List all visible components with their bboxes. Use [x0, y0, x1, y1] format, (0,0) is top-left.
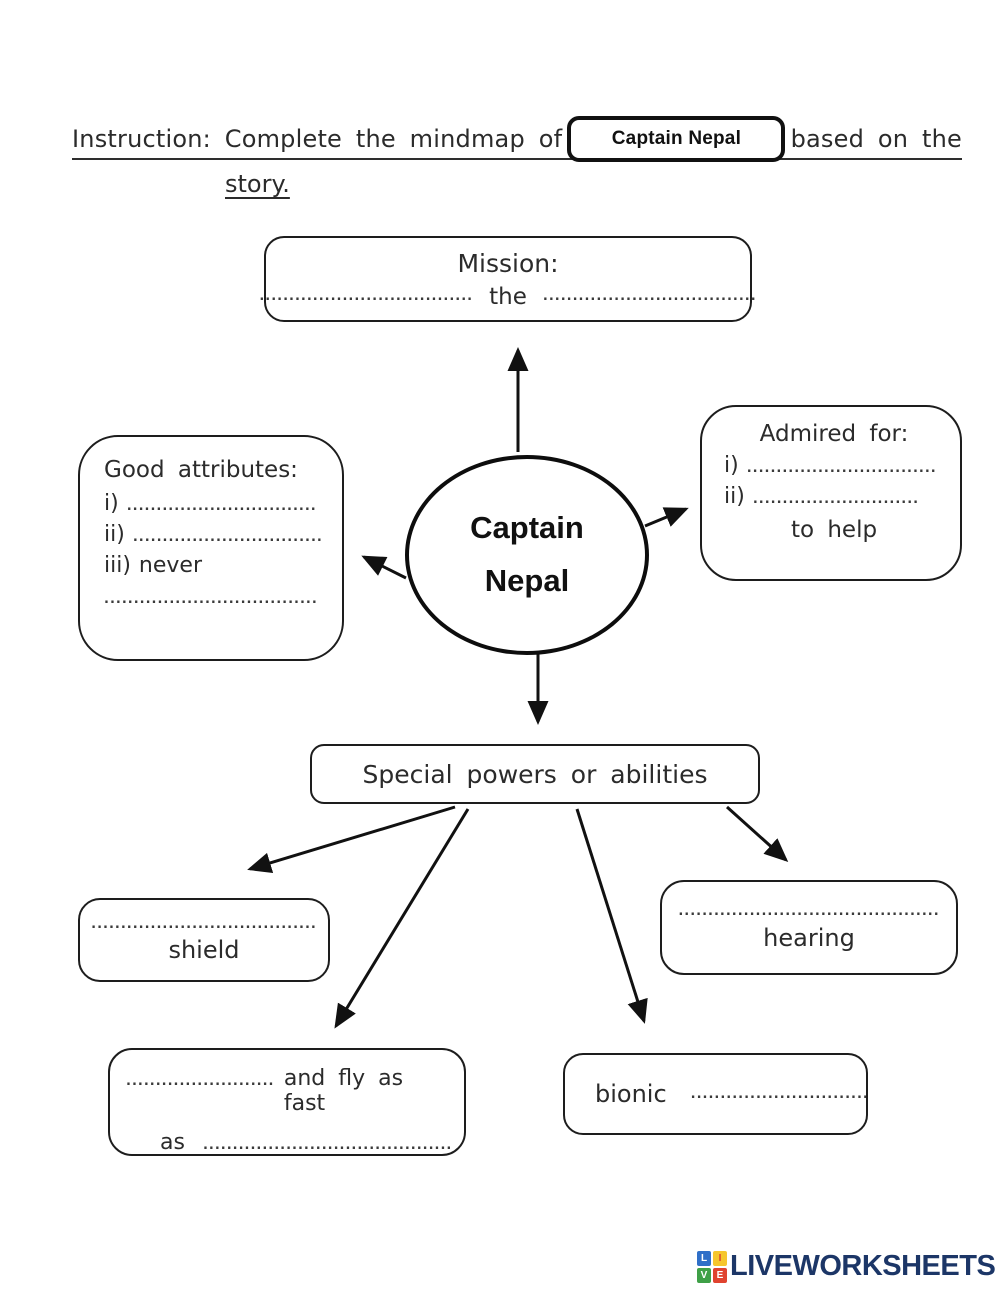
instruction-line: Instruction: Complete the mindmap of Cap… — [72, 114, 962, 164]
arrow-special-to-fly — [334, 808, 470, 1029]
liveworksheets-logo: L I V E LIVEWORKSHEETS — [697, 1250, 996, 1283]
item-label: ii) — [104, 522, 125, 547]
fly-text-2: as — [160, 1130, 185, 1155]
center-topic-ellipse: Captain Nepal — [405, 455, 649, 655]
item-label: i) — [104, 491, 119, 516]
hearing-word: hearing — [763, 923, 855, 952]
liveworksheets-logo-icon: L I V E — [697, 1250, 727, 1283]
arrow-special-to-shield — [247, 805, 456, 873]
good-attribute-word-never: never — [138, 553, 202, 578]
admired-item: i) ................................ — [724, 453, 944, 478]
special-powers-box: Special powers or abilities — [310, 744, 760, 804]
mission-blank-2[interactable]: .................................... — [542, 289, 757, 304]
arrow-center-to-good-attributes — [361, 555, 407, 580]
arrow-special-to-hearing — [725, 805, 789, 863]
good-attribute-item: ii) ................................ — [104, 522, 324, 547]
instruction-underline — [72, 158, 962, 160]
shield-word: shield — [168, 935, 240, 964]
shield-box: ...................................... s… — [78, 898, 330, 982]
fly-box: .......................... and fly as fa… — [108, 1048, 466, 1156]
center-topic-line1: Captain — [470, 510, 584, 546]
item-label: ii) — [724, 484, 745, 509]
logo-tile-i: I — [713, 1250, 727, 1266]
good-attribute-item: iii) never — [104, 553, 324, 578]
fly-blank-1[interactable]: .......................... — [126, 1074, 274, 1089]
bionic-word: bionic — [595, 1080, 667, 1108]
admired-box: Admired for: i) ........................… — [700, 405, 962, 581]
instruction-suffix: based on the — [790, 125, 962, 153]
bionic-blank[interactable]: .............................. — [690, 1086, 866, 1102]
mission-box: Mission: ...............................… — [259, 236, 756, 322]
good-attribute-item: i) ................................ — [104, 491, 324, 516]
logo-tile-e: E — [713, 1267, 727, 1283]
fly-blank-2[interactable]: ........................................… — [202, 1138, 450, 1153]
logo-tile-l: L — [697, 1250, 711, 1266]
liveworksheets-wordmark: LIVEWORKSHEETS — [730, 1250, 996, 1282]
fly-text-1: and fly as fast — [283, 1066, 404, 1116]
logo-tile-v: V — [697, 1267, 711, 1283]
arrow-center-to-admired — [644, 507, 689, 528]
good-attributes-title: Good attributes: — [104, 457, 298, 483]
instruction-prefix: Instruction: Complete the mindmap of — [72, 125, 563, 153]
admired-item: ii) ............................ — [724, 484, 944, 509]
arrow-special-to-bionic — [575, 808, 648, 1024]
good-attributes-box: Good attributes: i) ....................… — [78, 435, 344, 661]
item-label: i) — [724, 453, 739, 478]
character-name-box: Captain Nepal — [567, 116, 786, 162]
hearing-blank[interactable]: ........................................… — [678, 903, 940, 919]
bionic-box: bionic .............................. — [563, 1053, 868, 1135]
center-topic-line2: Nepal — [484, 563, 570, 598]
item-label: iii) — [104, 553, 131, 578]
admired-blank-2[interactable]: ............................ — [752, 492, 920, 507]
shield-blank[interactable]: ...................................... — [91, 916, 317, 932]
admired-footer: to help — [790, 517, 878, 543]
hearing-box: ........................................… — [660, 880, 958, 975]
admired-blank-1[interactable]: ................................ — [746, 461, 937, 476]
mission-word-the: the — [489, 283, 527, 310]
admired-title: Admired for: — [759, 421, 909, 447]
mission-blank-1[interactable]: .................................... — [259, 289, 474, 304]
instruction-line2: story. — [225, 170, 290, 198]
mission-title: Mission: — [457, 248, 559, 278]
good-attribute-blank-3[interactable]: .................................... — [104, 592, 318, 607]
good-attribute-blank-1[interactable]: ................................ — [126, 499, 317, 514]
good-attribute-blank-2[interactable]: ................................ — [132, 530, 323, 545]
